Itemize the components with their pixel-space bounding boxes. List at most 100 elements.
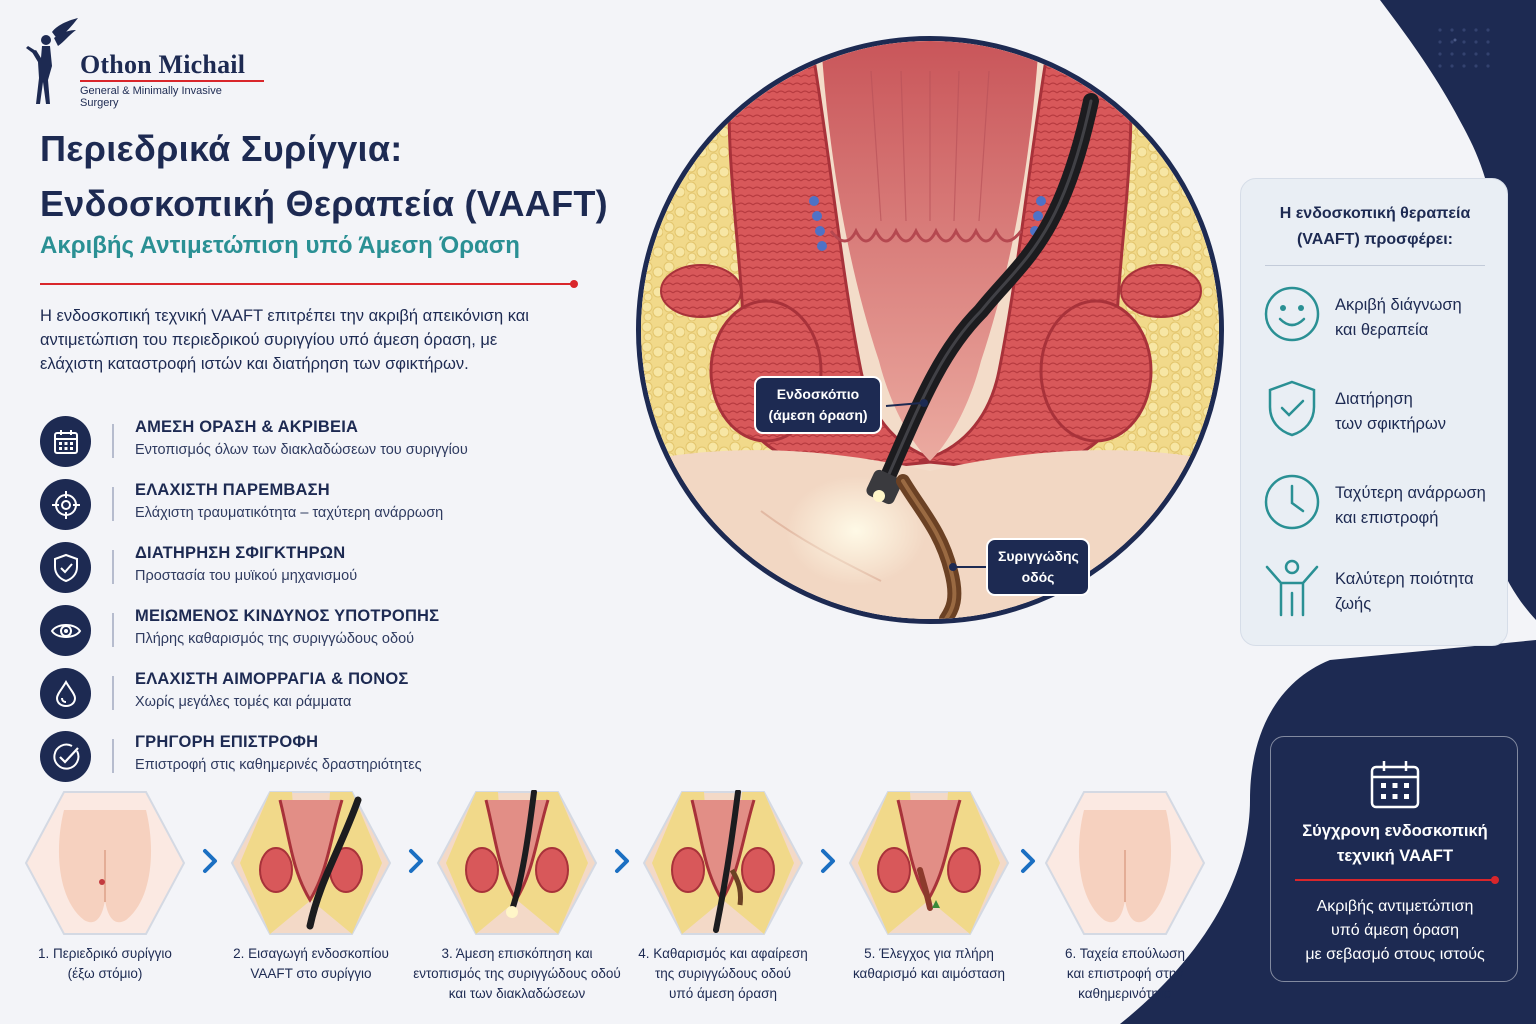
chevron-right-icon	[1021, 849, 1035, 873]
anatomy-illustration	[636, 36, 1224, 624]
benefit-description: Προστασία του μυϊκού μηχανισμού	[135, 568, 358, 584]
offer-item: Διατήρηση των σφικτήρων	[1261, 377, 1501, 447]
step-label-line2: καθαρισμό και αιμόσταση	[852, 966, 1006, 981]
step-label: 2. Εισαγωγή ενδοσκοπίου VAAFT στο συρίγγ…	[206, 944, 416, 984]
step-label-line2: εντοπισμός της συριγγώδους οδού	[413, 966, 621, 981]
step-label-line2: της συριγγώδους οδού	[654, 966, 792, 981]
benefits-list: ΑΜΕΣΗ ΟΡΑΣΗ & ΑΚΡΙΒΕΙΑ Εντοπισμός όλων τ…	[40, 414, 580, 792]
step-illustration-buttocks	[24, 791, 186, 935]
benefit-description: Χωρίς μεγάλες τομές και ράμματα	[135, 694, 352, 710]
vaaft-text-line2: υπό άμεση όραση	[1331, 922, 1459, 939]
benefit-separator	[112, 487, 114, 521]
benefit-separator	[112, 550, 114, 584]
benefit-title: ΕΛΑΧΙΣΤΗ ΑΙΜΟΡΡΑΓΙΑ & ΠΟΝΟΣ	[135, 670, 409, 688]
vaaft-summary-box: Σύγχρονη ενδοσκοπική τεχνική VAAFT Ακριβ…	[1270, 736, 1518, 982]
offers-title-line1: Η ενδοσκοπική θεραπεία	[1279, 205, 1471, 222]
benefit-item: ΓΡΗΓΟΡΗ ΕΠΙΣΤΡΟΦΗ Επιστροφή στις καθημερ…	[40, 729, 580, 792]
benefit-title: ΓΡΗΓΟΡΗ ΕΠΙΣΤΡΟΦΗ	[135, 733, 319, 751]
step-illustration-endoscope-insertion	[230, 791, 392, 935]
step-label-line3: καθημερινότητα	[1078, 986, 1172, 1001]
benefit-separator	[112, 739, 114, 773]
benefit-description: Επιστροφή στις καθημερινές δραστηριότητε…	[135, 757, 422, 773]
step-label-line3: και των διακλαδώσεων	[448, 986, 586, 1001]
fistula-callout-line1: Συριγγώδης	[998, 548, 1079, 564]
page-subtitle: Ακριβής Αντιμετώπιση υπό Άμεση Όραση	[40, 232, 520, 259]
step-illustration-inspection	[436, 790, 598, 935]
benefit-item: ΕΛΑΧΙΣΤΗ ΠΑΡΕΜΒΑΣΗ Ελάχιστη τραυματικότη…	[40, 477, 580, 540]
offers-title-line2: (VAAFT) προσφέρει:	[1296, 231, 1454, 248]
title-divider-dot	[570, 280, 578, 288]
calendar-icon	[1370, 761, 1420, 809]
shield-check-icon	[40, 542, 91, 593]
step-illustration-hemostasis	[848, 791, 1010, 935]
drop-icon	[40, 668, 91, 719]
step-label-line1: 3. Άμεση επισκόπηση και	[441, 946, 593, 961]
vaaft-box-text: Ακριβής αντιμετώπιση υπό άμεση όραση με …	[1271, 895, 1519, 967]
step-label-line1: 6. Ταχεία επούλωση	[1065, 946, 1185, 961]
chevron-right-icon	[203, 849, 217, 873]
step-label-line1: 5. Έλεγχος για πλήρη	[864, 946, 994, 961]
offer-text-line1: Διατήρηση	[1335, 390, 1413, 408]
offer-text-line1: Ακριβή διάγνωση	[1335, 296, 1462, 314]
vaaft-title-line1: Σύγχρονη ενδοσκοπική	[1302, 822, 1488, 840]
offer-text-line2: ζωής	[1335, 595, 1372, 613]
offer-text-line2: και θεραπεία	[1335, 321, 1429, 339]
offer-text: Ακριβή διάγνωση και θεραπεία	[1335, 293, 1462, 343]
step-label: 4. Καθαρισμός και αφαίρεση της συριγγώδο…	[618, 944, 828, 1004]
offer-text-line1: Καλύτερη ποιότητα	[1335, 570, 1474, 588]
benefit-title: ΕΛΑΧΙΣΤΗ ΠΑΡΕΜΒΑΣΗ	[135, 481, 330, 499]
offer-text-line1: Ταχύτερη ανάρρωση	[1335, 484, 1486, 502]
vaaft-box-divider-dot	[1491, 876, 1499, 884]
vaaft-text-line3: με σεβασμό στους ιστούς	[1305, 946, 1485, 963]
brand-logo: Othon Michail General & Minimally Invasi…	[24, 18, 264, 110]
offers-card: Η ενδοσκοπική θεραπεία (VAAFT) προσφέρει…	[1240, 178, 1508, 646]
offer-text-line2: και επιστροφή	[1335, 509, 1439, 527]
endoscope-callout: Ενδοσκόπιο (άμεση όραση)	[754, 376, 882, 434]
page-title-line1: Περιεδρικά Συρίγγια:	[40, 128, 403, 169]
benefit-title: ΜΕΙΩΜΕΝΟΣ ΚΙΝΔΥΝΟΣ ΥΠΟΤΡΟΠΗΣ	[135, 607, 440, 625]
chevron-right-icon	[409, 849, 423, 873]
endoscope-callout-line1: Ενδοσκόπιο	[776, 386, 860, 402]
step-label: 3. Άμεση επισκόπηση και εντοπισμός της σ…	[412, 944, 622, 1004]
step-label: 6. Ταχεία επούλωση και επιστροφή στην κα…	[1020, 944, 1230, 1004]
offer-text: Διατήρηση των σφικτήρων	[1335, 387, 1446, 437]
endoscope-callout-line2: (άμεση όραση)	[768, 407, 868, 423]
step-label-line1: 4. Καθαρισμός και αφαίρεση	[638, 946, 808, 961]
benefit-separator	[112, 613, 114, 647]
step-label-line2: και επιστροφή στην	[1066, 966, 1184, 981]
benefit-title: ΑΜΕΣΗ ΟΡΑΣΗ & ΑΚΡΙΒΕΙΑ	[135, 418, 359, 436]
offer-item: Ακριβή διάγνωση και θεραπεία	[1261, 283, 1501, 353]
benefit-description: Εντοπισμός όλων των διακλαδώσεων του συρ…	[135, 442, 468, 458]
step-illustration-healed	[1044, 791, 1206, 935]
benefit-item: ΑΜΕΣΗ ΟΡΑΣΗ & ΑΚΡΙΒΕΙΑ Εντοπισμός όλων τ…	[40, 414, 580, 477]
vaaft-title-line2: τεχνική VAAFT	[1336, 847, 1454, 865]
offer-item: Καλύτερη ποιότητα ζωής	[1261, 557, 1501, 627]
step-label-line1: 1. Περιεδρικό συρίγγιο	[38, 946, 172, 961]
offer-text: Ταχύτερη ανάρρωση και επιστροφή	[1335, 481, 1486, 531]
shield-check-icon	[1268, 380, 1316, 437]
brand-tagline: General & Minimally Invasive Surgery	[80, 85, 222, 109]
benefit-item: ΔΙΑΤΗΡΗΣΗ ΣΦΙΓΚΤΗΡΩΝ Προστασία του μυϊκο…	[40, 540, 580, 603]
offer-item: Ταχύτερη ανάρρωση και επιστροφή	[1261, 471, 1501, 541]
intro-paragraph: Η ενδοσκοπική τεχνική VAAFT επιτρέπει τη…	[40, 307, 529, 373]
person-joy-icon	[1265, 559, 1319, 617]
title-divider	[40, 283, 574, 285]
benefit-separator	[112, 676, 114, 710]
step-label-line2: (έξω στόμιο)	[67, 966, 143, 981]
brand-underline	[80, 80, 264, 82]
fistula-tract-callout: Συριγγώδης οδός	[986, 538, 1090, 596]
benefit-separator	[112, 424, 114, 458]
winged-figure-logo-icon	[26, 18, 78, 104]
chevron-right-icon	[821, 849, 835, 873]
smile-icon	[1264, 286, 1320, 342]
chevron-right-icon	[615, 849, 629, 873]
step-label: 1. Περιεδρικό συρίγγιο (έξω στόμιο)	[0, 944, 210, 984]
step-label-line2: VAAFT στο συρίγγιο	[250, 966, 372, 981]
vaaft-box-divider	[1295, 879, 1493, 881]
page-title-line2: Ενδοσκοπική Θεραπεία (VAAFT)	[40, 183, 608, 224]
benefit-description: Πλήρης καθαρισμός της συριγγώδους οδού	[135, 631, 415, 647]
benefit-item: ΜΕΙΩΜΕΝΟΣ ΚΙΝΔΥΝΟΣ ΥΠΟΤΡΟΠΗΣ Πλήρης καθα…	[40, 603, 580, 666]
step-label-line3: υπό άμεση όραση	[669, 986, 777, 1001]
check-circle-icon	[40, 731, 91, 782]
offers-title: Η ενδοσκοπική θεραπεία (VAAFT) προσφέρει…	[1241, 201, 1509, 253]
